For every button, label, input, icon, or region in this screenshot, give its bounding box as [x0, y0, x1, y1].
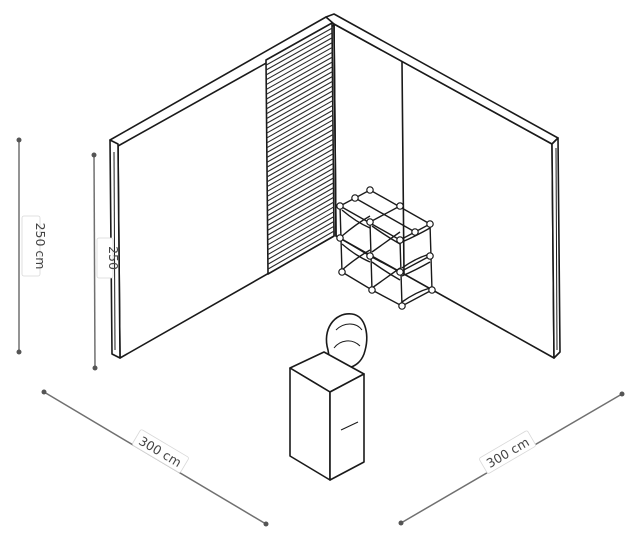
slat-line [267, 167, 334, 207]
slat-line [267, 143, 334, 183]
dimension-width-left: 300 cm [41, 389, 269, 527]
slat-line [266, 51, 333, 90]
slat-line [267, 187, 334, 226]
slat-line [267, 196, 335, 236]
shelf-connector [366, 252, 374, 260]
slat-line [266, 32, 333, 71]
slatwall-panel [265, 22, 335, 275]
slat-line [267, 201, 335, 241]
slat-line [266, 61, 334, 100]
slat-line [266, 27, 333, 66]
slat-line [266, 41, 333, 80]
slat-line [266, 114, 334, 153]
slat-line [266, 80, 334, 119]
slat-line [267, 182, 334, 221]
height-inner-label: 250 [106, 246, 121, 270]
slat-line [266, 75, 334, 114]
shelf-connector [336, 202, 344, 210]
slat-line [266, 70, 334, 110]
slat-line [267, 206, 335, 246]
dimension-height-inner: 250 [91, 152, 121, 371]
shelf-connector [366, 218, 374, 226]
slat-line [266, 66, 334, 105]
slat-line [266, 104, 334, 144]
dimension-width-right: 300 cm [398, 391, 625, 526]
cube-shelf [336, 186, 436, 310]
shelf-connector [411, 228, 419, 236]
shelf-connector [398, 302, 406, 310]
slat-line [266, 124, 334, 163]
slat-line [266, 95, 334, 134]
shelf-connector [396, 268, 404, 276]
shelf-connector [366, 186, 374, 194]
slat-line [267, 162, 334, 202]
slat-line [266, 85, 334, 124]
shelf-connector [336, 234, 344, 242]
shelf-connector [396, 202, 404, 210]
shelf-connector [368, 286, 376, 294]
slat-line [266, 56, 334, 95]
shelf-connector [426, 252, 434, 260]
slat-line [267, 230, 335, 270]
slat-line [266, 129, 334, 168]
slat-line [267, 177, 334, 217]
slat-line [267, 148, 334, 187]
slat-line [266, 109, 334, 149]
slat-line [266, 99, 334, 139]
slat-line [267, 216, 335, 256]
slat-line [267, 133, 334, 173]
slat-line [267, 138, 334, 178]
slat-line [267, 158, 334, 197]
slat-line [267, 221, 335, 260]
shelf-connector [338, 268, 346, 276]
slat-line [267, 153, 334, 192]
slat-line [266, 46, 333, 85]
dimension-height-outer: 250 cm [16, 137, 48, 355]
height-outer-label: 250 cm [33, 223, 48, 270]
slat-line [267, 211, 335, 251]
slat-line [267, 172, 334, 212]
slat-line [267, 225, 335, 265]
right-wall [325, 13, 561, 359]
slat-line [267, 191, 334, 231]
shelf-connector [428, 286, 436, 294]
slat-line [266, 37, 333, 76]
counter [289, 351, 365, 481]
slat-line [266, 119, 334, 158]
slat-line [266, 90, 334, 129]
shelf-connector [396, 236, 404, 244]
shelf-connector [426, 220, 434, 228]
shelf-connector [351, 194, 359, 202]
